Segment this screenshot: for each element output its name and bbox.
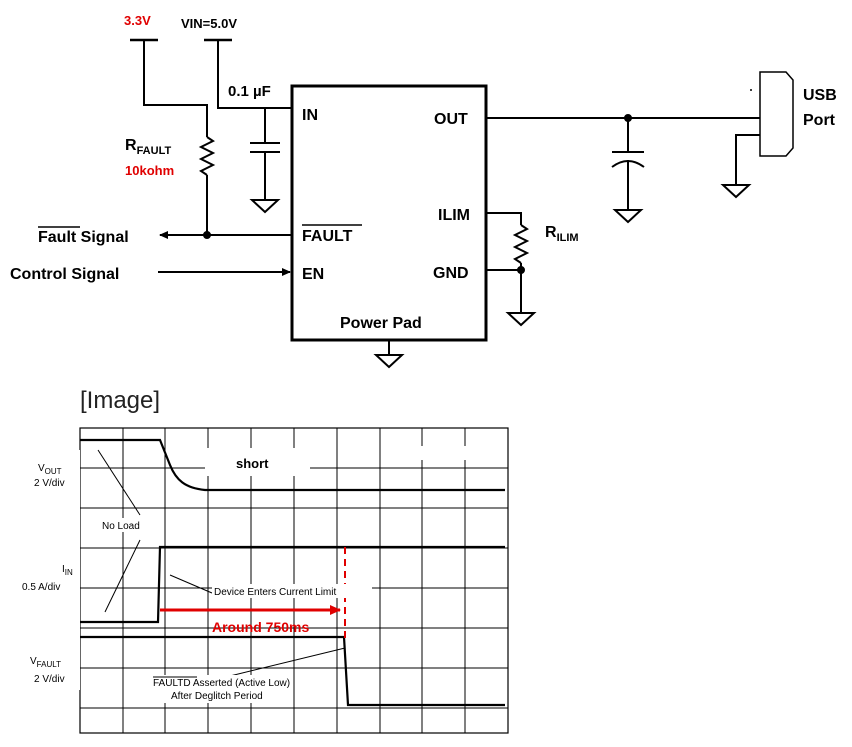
vout-label: VOUT bbox=[38, 463, 62, 476]
scope-traces bbox=[80, 438, 505, 707]
current-limit-note: Device Enters Current Limit bbox=[214, 587, 336, 598]
node-fault bbox=[203, 231, 211, 239]
pin-fault-label: FAULT bbox=[302, 228, 353, 245]
ground-cap-in-icon bbox=[249, 199, 281, 214]
schematic bbox=[130, 38, 794, 369]
top-right-mask bbox=[415, 446, 505, 460]
iin-label: IIN bbox=[62, 564, 73, 577]
iin-scale: 0.5 A/div bbox=[22, 582, 60, 593]
vfault-scale: 2 V/div bbox=[34, 674, 65, 685]
annotation-pointers bbox=[97, 449, 346, 677]
rfault-resistor bbox=[198, 136, 216, 176]
fault-note-line2: After Deglitch Period bbox=[171, 691, 263, 702]
rilim-label: RILIM bbox=[545, 224, 579, 244]
image-caption: [Image] bbox=[80, 387, 160, 414]
supply-3v3-label: 3.3V bbox=[124, 13, 151, 28]
rilim-resistor bbox=[512, 224, 530, 264]
short-label-mask bbox=[205, 448, 310, 476]
timing-note: Around 750ms bbox=[212, 619, 309, 635]
usb-label-line1: USB bbox=[803, 87, 837, 104]
supply-vin-label: VIN=5.0V bbox=[181, 16, 237, 31]
trace-vfault bbox=[80, 635, 505, 707]
fault-note-line1: FAULTD Asserted (Active Low) bbox=[153, 678, 290, 689]
pin-en-label: EN bbox=[302, 266, 324, 283]
ground-cap-out-icon bbox=[612, 209, 644, 224]
rfault-label: RFAULT bbox=[125, 137, 171, 157]
ground-gnd-icon bbox=[505, 312, 537, 327]
rfault-value: 10kohm bbox=[125, 163, 174, 178]
wire-ilim bbox=[486, 212, 522, 225]
scope-panel: Around 750ms No Load Device Enters Curre… bbox=[22, 427, 509, 734]
pin-gnd-label: GND bbox=[433, 265, 469, 282]
no-load-label: No Load bbox=[102, 521, 140, 532]
cap-in-label: 0.1 µF bbox=[228, 83, 271, 100]
wire-usb-ground bbox=[735, 134, 760, 185]
trace-vout bbox=[80, 438, 505, 492]
fault-note-bg bbox=[152, 675, 292, 703]
ground-power-pad-icon bbox=[373, 354, 405, 369]
current-limit-label-bg bbox=[212, 584, 372, 598]
power-pad-label: Power Pad bbox=[340, 315, 422, 332]
schematic-labels: 3.3V VIN=5.0V 0.1 µF RFAULT 10kohm IN OU… bbox=[10, 13, 837, 332]
usb-label-line2: Port bbox=[803, 112, 836, 129]
pin-out-label: OUT bbox=[434, 111, 468, 128]
trace-iin bbox=[80, 545, 505, 624]
ground-usb-icon bbox=[720, 184, 752, 199]
control-signal-label: Control Signal bbox=[10, 266, 119, 283]
scope-label-mask-left bbox=[28, 450, 80, 690]
fault-signal-label: Fault Signal bbox=[38, 229, 129, 246]
pin-ilim-label: ILIM bbox=[438, 207, 470, 224]
short-label: short bbox=[236, 456, 269, 471]
usb-port-icon bbox=[759, 71, 794, 157]
wire-vin-to-in bbox=[217, 40, 292, 109]
pin-in-label: IN bbox=[302, 107, 318, 124]
vout-scale: 2 V/div bbox=[34, 478, 65, 489]
no-load-label-bg bbox=[100, 518, 150, 532]
wire-3v3-to-rfault bbox=[143, 40, 208, 137]
vfault-label: VFAULT bbox=[30, 656, 61, 669]
